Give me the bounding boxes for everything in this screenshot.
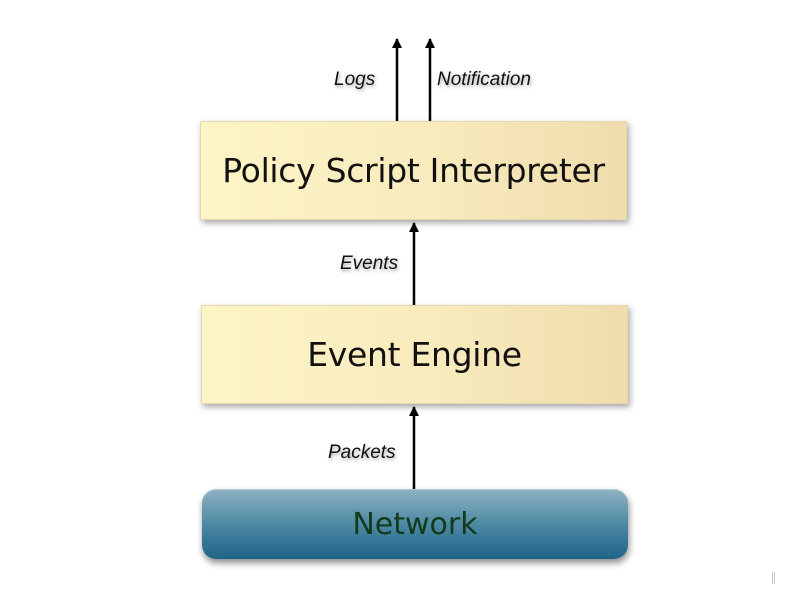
event-engine-box: Event Engine: [201, 305, 628, 404]
network-label: Network: [352, 506, 478, 542]
policy-script-interpreter-box: Policy Script Interpreter: [200, 121, 627, 220]
edge-label-notification: Notification: [437, 69, 531, 90]
edge-label-packets: Packets: [328, 442, 396, 463]
network-box: Network: [202, 489, 628, 559]
edge-label-logs: Logs: [334, 69, 376, 90]
policy-script-interpreter-label: Policy Script Interpreter: [222, 151, 605, 190]
edge-label-events: Events: [340, 253, 399, 274]
corner-mark: [772, 572, 775, 584]
event-engine-label: Event Engine: [307, 335, 522, 374]
